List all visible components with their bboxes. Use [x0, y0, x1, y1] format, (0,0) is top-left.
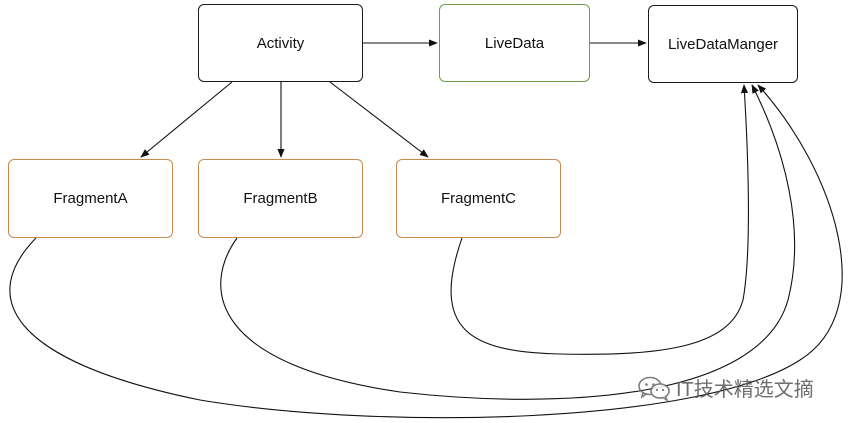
- edge-activity-to-fragment-a: [140, 81, 233, 158]
- wechat-icon: [637, 375, 671, 401]
- node-fragment-a-label: FragmentA: [53, 190, 128, 207]
- node-activity: Activity: [198, 4, 363, 82]
- node-livedata: LiveData: [439, 4, 590, 82]
- node-livedata-label: LiveData: [484, 34, 545, 52]
- node-livedatamanager: LiveDataManger: [648, 5, 798, 83]
- node-fragment-c-label: FragmentC: [440, 190, 517, 207]
- edge-activity-to-fragment-c: [329, 81, 429, 158]
- node-activity-label: Activity: [256, 34, 305, 52]
- watermark-text: IT技术精选文摘: [676, 379, 814, 401]
- node-fragment-a: FragmentA: [8, 159, 173, 238]
- watermark: IT技术精选文摘: [637, 373, 814, 402]
- node-livedatamanager-label: LiveDataManger: [667, 35, 779, 53]
- node-fragment-b: FragmentB: [198, 159, 363, 238]
- node-fragment-c: FragmentC: [396, 159, 561, 238]
- edge-fragment-b-to-livedatamanager: [220, 84, 796, 400]
- edge-fragment-c-to-livedatamanager: [450, 84, 749, 355]
- edge-fragment-a-to-livedatamanager: [9, 84, 843, 419]
- node-fragment-b-label: FragmentB: [243, 190, 318, 207]
